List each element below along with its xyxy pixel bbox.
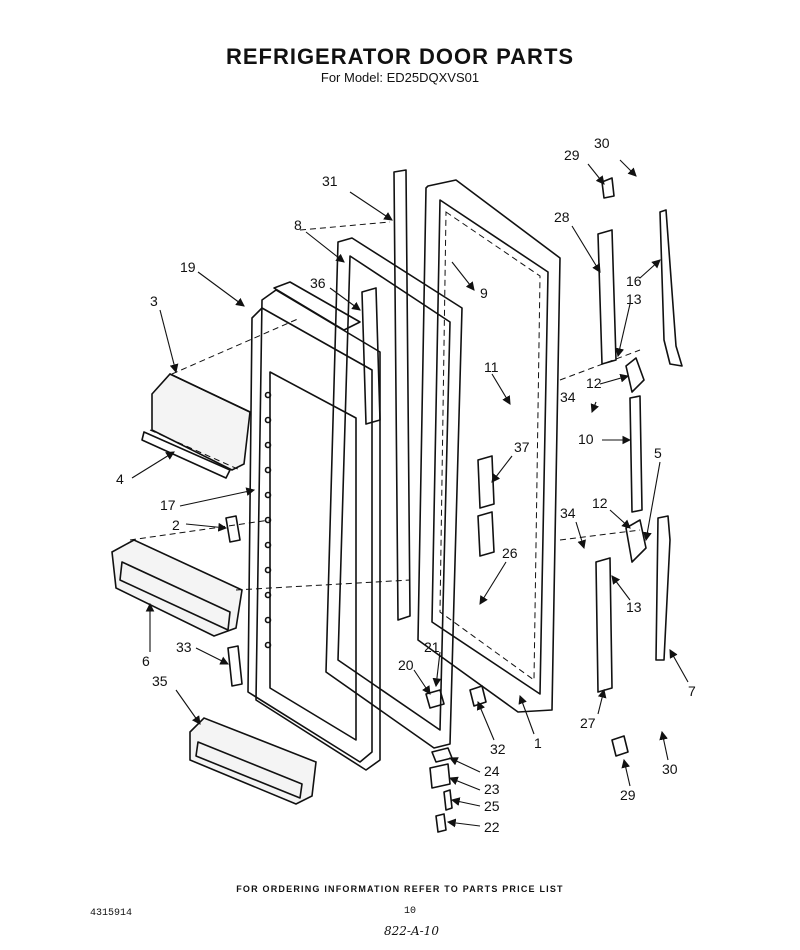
alignment-line [129, 221, 641, 591]
breaker-strip [393, 169, 411, 621]
callout-30-top: 30 [594, 135, 610, 151]
door-stop [425, 689, 445, 709]
door-liner [247, 289, 381, 771]
callout-26: 26 [502, 545, 518, 561]
handwritten-code: 822-A-10 [384, 924, 439, 938]
model-subtitle: For Model: ED25DQXVS01 [320, 70, 480, 85]
document-number: 4315914 [90, 908, 133, 919]
callout-29-bottom: 29 [620, 787, 636, 803]
leader-lines [131, 159, 689, 828]
top-shelf-bar [273, 281, 361, 331]
bottom-hinge-bracket [611, 735, 629, 757]
callout-20: 20 [398, 657, 414, 673]
dispenser-block-lower [477, 511, 495, 557]
callout-13-upper: 13 [626, 291, 642, 307]
callout-16: 16 [626, 273, 642, 289]
callout-22: 22 [484, 819, 500, 835]
callout-31: 31 [322, 173, 338, 189]
dairy-compartment-door [151, 373, 251, 471]
lower-hinge-channel [595, 557, 613, 693]
callout-1: 1 [534, 735, 542, 751]
door-gasket [325, 237, 463, 749]
liner-trim [361, 287, 381, 425]
callout-8: 8 [294, 217, 302, 233]
outer-door-panel [417, 179, 561, 713]
callout-12-upper: 12 [586, 375, 602, 391]
callout-3: 3 [150, 293, 158, 309]
hinge-screw [435, 813, 447, 833]
callout-25: 25 [484, 798, 500, 814]
callout-33: 33 [176, 639, 192, 655]
top-hinge-bracket [601, 177, 615, 199]
callout-4: 4 [116, 471, 124, 487]
upper-hinge-channel [597, 229, 617, 365]
callout-13-lower: 13 [626, 599, 642, 615]
shelf-bracket-upper [225, 515, 241, 543]
bottom-hinge-plate [469, 685, 487, 707]
callout-6: 6 [142, 653, 150, 669]
dairy-door-trim [141, 431, 231, 479]
handle-spacer [629, 395, 643, 513]
dispenser-block-upper [477, 455, 495, 509]
callout-21: 21 [424, 639, 440, 655]
callout-27: 27 [580, 715, 596, 731]
liner-holes [264, 391, 272, 649]
callout-34-upper: 34 [560, 389, 576, 405]
callout-28: 28 [554, 209, 570, 225]
callout-34-lower: 34 [560, 505, 576, 521]
callout-12-lower: 12 [592, 495, 608, 511]
page-title: REFRIGERATOR DOOR PARTS [225, 44, 575, 69]
callout-5: 5 [654, 445, 662, 461]
callout-32: 32 [490, 741, 506, 757]
callout-35: 35 [152, 673, 168, 689]
callout-37: 37 [514, 439, 530, 455]
door-handle-upper [659, 209, 683, 367]
callout-9: 9 [480, 285, 488, 301]
hinge-pin [443, 789, 453, 811]
callout-29-top: 29 [564, 147, 580, 163]
hinge-bushing [429, 763, 451, 789]
door-bin [111, 539, 243, 637]
callout-17: 17 [160, 497, 176, 513]
handle-end-cap-upper [625, 357, 645, 393]
lower-door-bin [189, 717, 317, 805]
handle-end-cap-lower [625, 519, 647, 563]
callout-24: 24 [484, 763, 500, 779]
callout-23: 23 [484, 781, 500, 797]
hinge-shim [431, 747, 453, 763]
callout-11: 11 [484, 359, 499, 375]
callout-labels: 31 8 19 36 3 9 4 17 2 6 33 35 30 29 28 1… [116, 135, 696, 835]
shelf-bracket-lower [227, 645, 243, 687]
ordering-note: FOR ORDERING INFORMATION REFER TO PARTS … [236, 884, 564, 894]
page-number: 10 [404, 906, 417, 917]
callout-30-bottom: 30 [662, 761, 678, 777]
callout-36: 36 [310, 275, 326, 291]
callout-7: 7 [688, 683, 696, 699]
callout-10: 10 [578, 431, 594, 447]
door-handle-lower [655, 515, 671, 661]
callout-19: 19 [180, 259, 196, 275]
callout-2: 2 [172, 517, 180, 533]
